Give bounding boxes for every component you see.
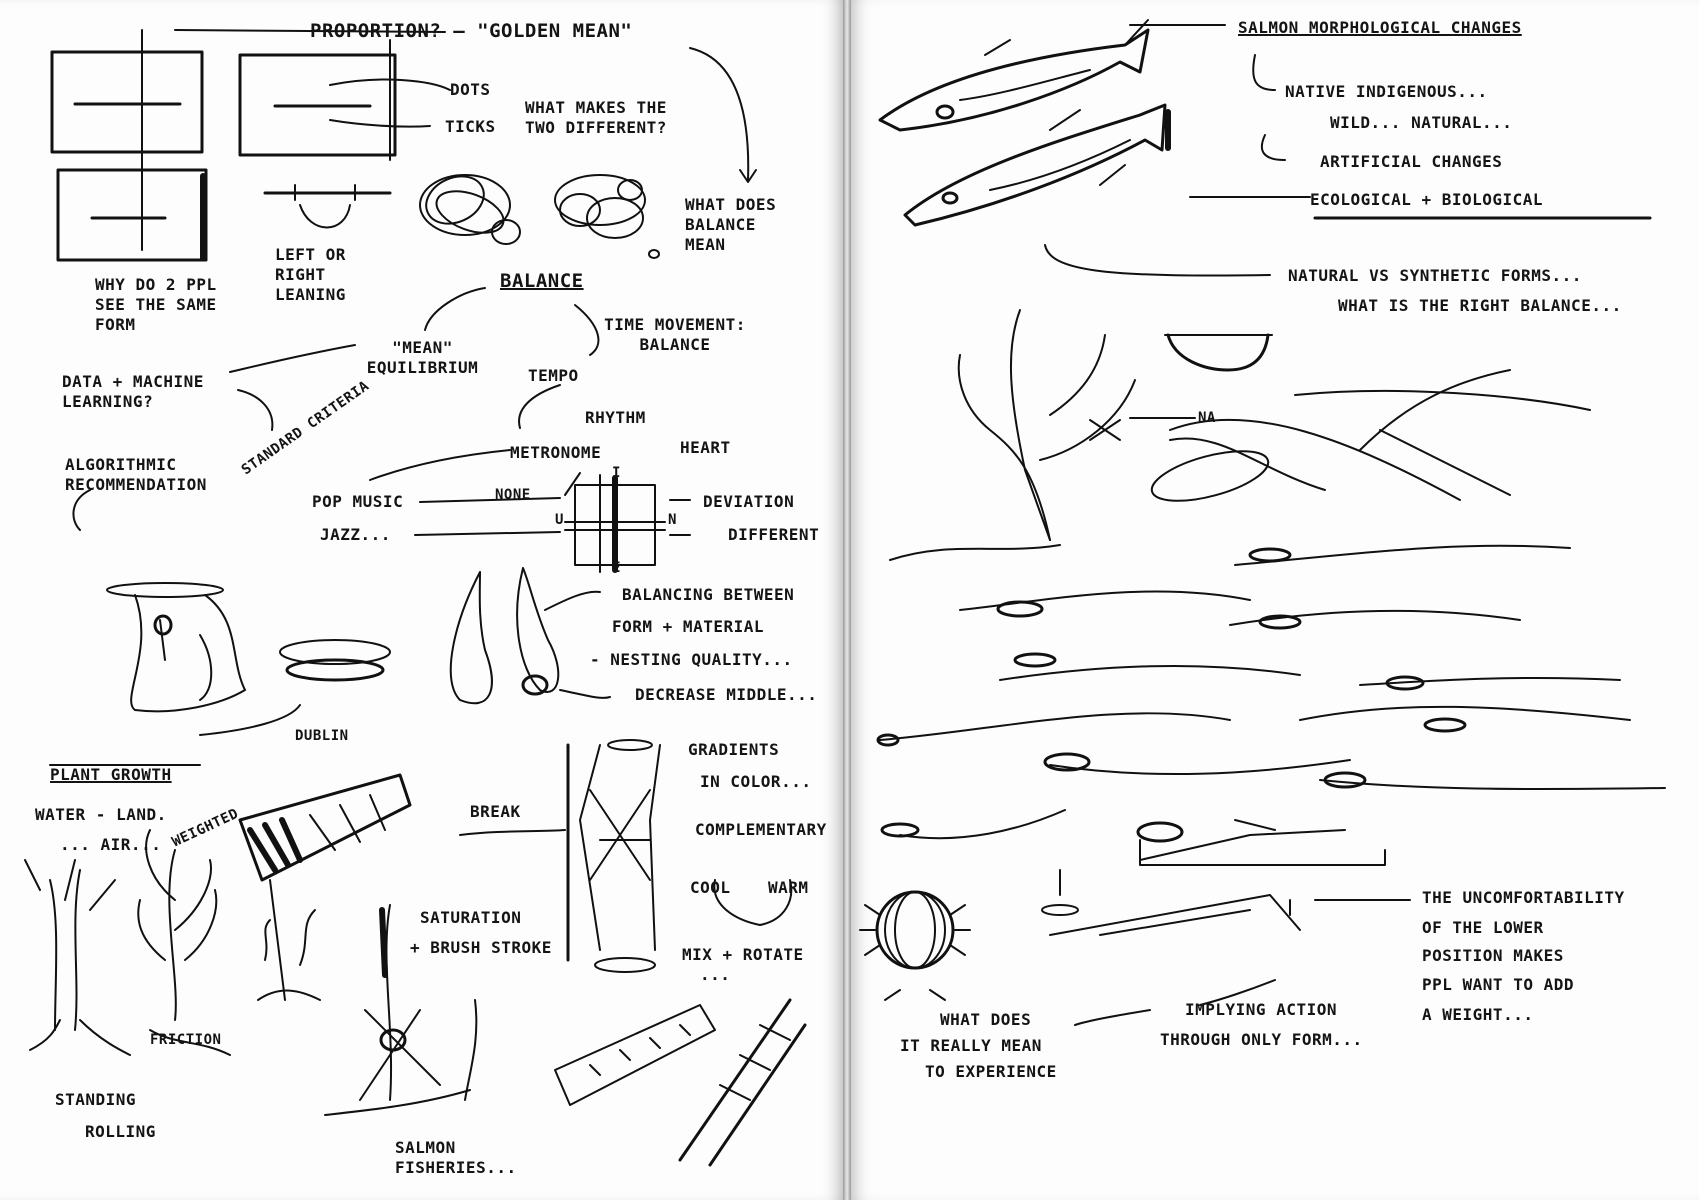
form-material-note: FORM + MATERIAL <box>612 617 764 637</box>
what-makes-note: WHAT MAKES THE TWO DIFFERENT? <box>525 98 675 138</box>
friction-trees <box>325 905 476 1115</box>
pop-music-note: POP MUSIC <box>312 492 403 512</box>
uncomfortable-line-2: OF THE LOWER <box>1422 918 1544 938</box>
balance-title: BALANCE <box>500 270 584 294</box>
break-note: BREAK <box>470 802 521 822</box>
in-color-note: IN COLOR... <box>700 772 811 792</box>
rolling-note: ROLLING <box>85 1122 156 1142</box>
artificial-note: ARTIFICIAL CHANGES <box>1320 152 1502 172</box>
uncomfortable-line-1: THE UNCOMFORTABILITY <box>1422 888 1625 908</box>
salmon-fish-sketches <box>880 20 1168 225</box>
wild-natural-note: WILD... NATURAL... <box>1330 113 1512 133</box>
what-does-line-3: TO EXPERIENCE <box>925 1062 1057 1082</box>
jazz-note: JAZZ... <box>320 525 391 545</box>
warm-note: WARM <box>768 878 809 898</box>
rhythm-note: RHYTHM <box>585 408 646 428</box>
nesting-note: - NESTING QUALITY... <box>590 650 793 670</box>
air-note: ... AIR... <box>60 835 161 855</box>
friction-note: FRICTION <box>150 1032 221 1050</box>
brush-stroke-note: + BRUSH STROKE <box>410 938 552 958</box>
ellipsis-note: ... <box>700 965 730 985</box>
time-movement-note: TIME MOVEMENT: BALANCE <box>600 315 750 355</box>
diagonal-planks <box>555 1000 805 1165</box>
cool-note: COOL <box>690 878 731 898</box>
saturation-note: SATURATION <box>420 908 521 928</box>
grid-u-label: U <box>555 512 564 530</box>
what-does-line-1: WHAT DOES <box>940 1010 1031 1030</box>
complementary-note: COMPLEMENTARY <box>695 820 827 840</box>
ticks-label: TICKS <box>445 117 496 137</box>
salmon-arrows <box>1045 25 1650 276</box>
salmon-header: SALMON MORPHOLOGICAL CHANGES <box>1238 18 1522 38</box>
proportion-frames <box>52 30 756 260</box>
uncomfortable-line-3: POSITION MAKES <box>1422 946 1564 966</box>
deviation-note: DEVIATION <box>703 492 794 512</box>
grid-n-label: N <box>668 512 677 530</box>
uncomfortable-line-4: PPL WANT TO ADD <box>1422 975 1574 995</box>
natural-synthetic-note: NATURAL VS SYNTHETIC FORMS... <box>1288 266 1582 286</box>
what-does-balance-note: WHAT DOES BALANCE MEAN <box>685 195 795 255</box>
na-note: NA <box>1198 410 1216 428</box>
organic-form-studies <box>959 310 1590 540</box>
native-note: NATIVE INDIGENOUS... <box>1285 82 1488 102</box>
what-does-line-2: IT REALLY MEAN <box>900 1036 1042 1056</box>
ecological-note: ECOLOGICAL + BIOLOGICAL <box>1310 190 1543 210</box>
tempo-note: TEMPO <box>528 366 579 386</box>
different-note: DIFFERENT <box>728 525 819 545</box>
salmon-fisheries-note: SALMON FISHERIES... <box>395 1138 535 1178</box>
nesting-vessels <box>107 568 610 735</box>
standing-note: STANDING <box>55 1090 136 1110</box>
decrease-middle-note: DECREASE MIDDLE... <box>635 685 817 705</box>
weight-lever-sketch <box>1138 820 1385 865</box>
grid-i-label: I <box>612 465 621 483</box>
water-land-note: WATER - LAND. <box>35 805 167 825</box>
left-right-note: LEFT OR RIGHT LEANING <box>275 245 395 305</box>
implying-line-1: IMPLYING ACTION <box>1185 1000 1337 1020</box>
compressed-sphere <box>860 892 970 1000</box>
ellipse-studies <box>419 167 659 258</box>
plant-growth-title: PLANT GROWTH <box>50 765 172 785</box>
implying-line-2: THROUGH ONLY FORM... <box>1160 1030 1363 1050</box>
uncomfortable-line-5: A WEIGHT... <box>1422 1005 1533 1025</box>
data-machine-note: DATA + MACHINE LEARNING? <box>62 372 222 412</box>
why-ppl-note: WHY DO 2 PPL SEE THE SAME FORM <box>95 275 245 335</box>
mean-equilibrium-note: "MEAN" EQUILIBRIUM <box>365 338 480 378</box>
proportion-header: PROPORTION? — "GOLDEN MEAN" <box>310 20 632 44</box>
algorithmic-note: ALGORITHMIC RECOMMENDATION <box>65 455 305 495</box>
none-note: NONE <box>495 487 531 505</box>
gradients-note: GRADIENTS <box>688 740 779 760</box>
wave-strokes <box>878 545 1665 838</box>
balancing-between-note: BALANCING BETWEEN <box>622 585 794 605</box>
right-balance-note: WHAT IS THE RIGHT BALANCE... <box>1338 296 1622 316</box>
grid-e-label: E <box>612 560 621 578</box>
mix-rotate-note: MIX + ROTATE <box>682 945 804 965</box>
tick-scale-sketch <box>265 185 390 228</box>
heart-note: HEART <box>680 438 731 458</box>
dublin-note: DUBLIN <box>295 728 349 746</box>
metronome-note: METRONOME <box>510 443 601 463</box>
rhythm-grid <box>415 475 690 572</box>
dots-label: DOTS <box>450 80 491 100</box>
